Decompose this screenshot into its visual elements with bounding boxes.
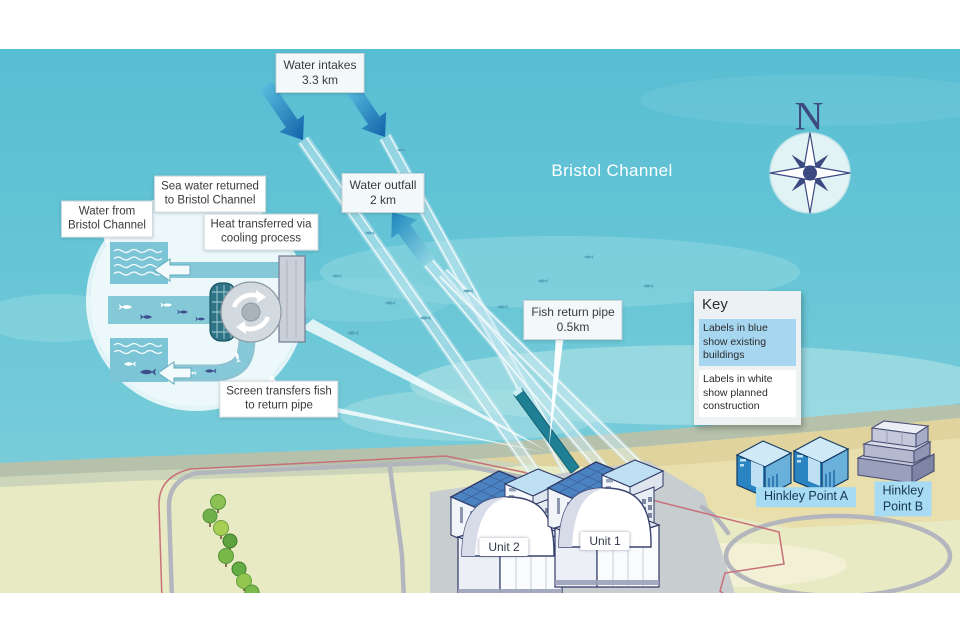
sea bbox=[0, 49, 960, 481]
intake-arrow-1 bbox=[260, 82, 305, 140]
hinkley-b-line2: Point B bbox=[882, 499, 924, 513]
sea-water-returned-label: Sea water returned to Bristol Channel bbox=[154, 175, 266, 213]
outfall-pipe-2 bbox=[438, 268, 651, 479]
inset-return-arrow bbox=[153, 258, 191, 282]
heat-transferred-label: Heat transferred via cooling process bbox=[203, 213, 319, 251]
water-outfall-line2: 2 km bbox=[369, 193, 397, 207]
inset-fish-return-curve bbox=[157, 337, 256, 385]
outfall-arrow bbox=[391, 212, 436, 268]
water-from-line2: Bristol Channel bbox=[68, 220, 146, 232]
fish-return-pipe bbox=[512, 387, 580, 474]
key-panel: Key Labels in blue show existing buildin… bbox=[694, 291, 801, 425]
hinkley-b-building bbox=[856, 420, 935, 484]
screen-line1: Screen transfers fish bbox=[226, 385, 332, 398]
inset-return-pipe bbox=[167, 262, 279, 278]
heat-line2: cooling process bbox=[221, 233, 301, 245]
water-outfall-line1: Water outfall bbox=[349, 178, 417, 192]
trees bbox=[202, 494, 260, 600]
water-from-label: Water from Bristol Channel bbox=[61, 200, 153, 238]
water-intakes-line1: Water intakes bbox=[283, 58, 357, 72]
heat-line1: Heat transferred via bbox=[210, 218, 312, 231]
bristol-channel-label: Bristol Channel bbox=[551, 161, 673, 180]
key-title: Key bbox=[702, 296, 728, 313]
inset-fish-return-block bbox=[110, 338, 168, 382]
unit-1-building bbox=[547, 459, 664, 588]
unit-1-label: Unit 1 bbox=[580, 532, 630, 550]
hinkley-point-a-label: Hinkley Point A bbox=[755, 487, 857, 507]
inset-sea-return-block bbox=[110, 242, 168, 284]
inset-drum-screen bbox=[209, 281, 282, 343]
screen-transfers-label: Screen transfers fish to return pipe bbox=[219, 380, 339, 418]
water-intakes-line2: 3.3 km bbox=[301, 73, 339, 87]
key-item-existing: Labels in blue show existing buildings bbox=[699, 319, 796, 366]
compass-icon bbox=[769, 132, 851, 214]
water-outfall-label: Water outfall 2 km bbox=[341, 173, 425, 213]
sea-water-line1: Sea water returned bbox=[161, 180, 259, 193]
key-item-planned: Labels in white show planned constructio… bbox=[699, 369, 796, 417]
fish-return-line1: Fish return pipe bbox=[531, 305, 615, 319]
hinkley-b-line1: Hinkley bbox=[882, 483, 924, 498]
inset-heat-exchanger bbox=[278, 255, 306, 343]
frame-bottom bbox=[0, 593, 960, 640]
unit-2-label: Unit 2 bbox=[479, 538, 529, 556]
frame-top bbox=[0, 0, 960, 49]
fish-return-pipe-label: Fish return pipe 0.5km bbox=[523, 300, 623, 340]
site-boundary-line bbox=[158, 455, 785, 601]
water-intakes-label: Water intakes 3.3 km bbox=[275, 53, 365, 93]
sea-water-line2: to Bristol Channel bbox=[164, 195, 256, 207]
hinkley-point-b-label: Hinkley Point B bbox=[874, 481, 932, 517]
compass-north-label: N bbox=[794, 93, 824, 139]
fish-return-line2: 0.5km bbox=[556, 320, 590, 334]
intake-arrow-2 bbox=[346, 84, 387, 137]
screen-line2: to return pipe bbox=[245, 400, 313, 412]
water-from-line1: Water from bbox=[78, 205, 136, 218]
